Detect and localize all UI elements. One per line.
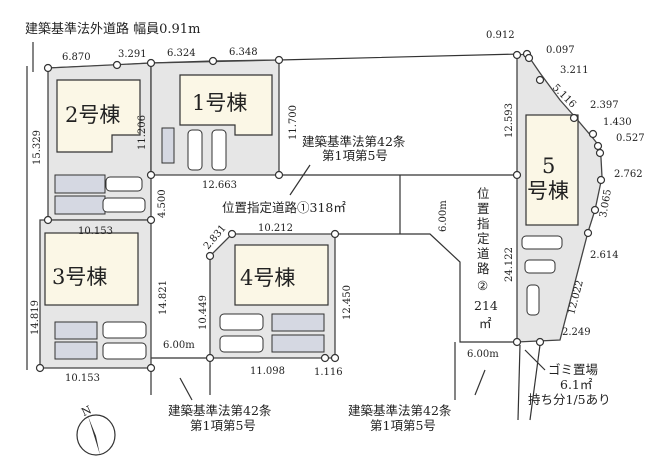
building-2-label: 2号棟 xyxy=(65,103,120,127)
svg-text:2.614: 2.614 xyxy=(590,250,619,261)
parking-space xyxy=(271,313,325,332)
svg-text:道: 道 xyxy=(477,246,490,261)
svg-text:10.153: 10.153 xyxy=(65,373,100,384)
boundary-markers xyxy=(35,49,606,373)
svg-text:10.449: 10.449 xyxy=(198,295,209,330)
art42-label-bl-1: 建築基準法第42条 xyxy=(168,403,272,418)
svg-text:11.098: 11.098 xyxy=(250,366,285,377)
car-icon xyxy=(102,321,147,339)
building-3-label: 3号棟 xyxy=(52,265,107,289)
svg-text:14.819: 14.819 xyxy=(30,300,41,335)
svg-text:6.324: 6.324 xyxy=(167,48,196,59)
building-1-label: 1号棟 xyxy=(192,91,247,115)
parking-space xyxy=(54,341,98,360)
svg-text:10.212: 10.212 xyxy=(258,223,293,234)
leader-line xyxy=(179,377,193,401)
svg-text:3.211: 3.211 xyxy=(560,65,589,76)
building-3 xyxy=(44,232,139,306)
art42-label-top-2: 第1項第5号 xyxy=(322,148,388,163)
car-icon xyxy=(105,176,143,192)
parking-space xyxy=(54,321,98,340)
svg-text:6.870: 6.870 xyxy=(62,52,91,63)
art42-label-bl-2: 第1項第5号 xyxy=(190,418,256,433)
svg-text:11.700: 11.700 xyxy=(288,105,299,140)
svg-text:0.912: 0.912 xyxy=(486,30,515,41)
car-icon xyxy=(219,335,264,353)
building-1 xyxy=(179,74,273,136)
svg-text:214: 214 xyxy=(474,298,498,313)
svg-text:②: ② xyxy=(477,278,488,293)
building-4 xyxy=(234,244,329,306)
svg-text:3.291: 3.291 xyxy=(118,49,147,60)
car-icon xyxy=(102,342,147,360)
road-edge xyxy=(517,344,521,421)
car-icon xyxy=(524,259,556,274)
svg-text:12.663: 12.663 xyxy=(202,180,237,191)
parking-space xyxy=(161,127,175,164)
svg-text:4.500: 4.500 xyxy=(157,189,168,218)
leader-line xyxy=(289,164,311,196)
svg-text:6.00m: 6.00m xyxy=(163,340,195,351)
svg-text:㎡: ㎡ xyxy=(479,316,492,331)
svg-text:3.065: 3.065 xyxy=(598,188,614,218)
svg-text:11.206: 11.206 xyxy=(137,115,148,150)
garbage-area: 6.1㎡ xyxy=(560,377,593,392)
svg-text:0.527: 0.527 xyxy=(616,133,645,144)
garbage-share: 持ち分1/5あり xyxy=(528,392,611,407)
car-icon xyxy=(521,235,563,250)
svg-text:6.348: 6.348 xyxy=(229,47,258,58)
svg-text:2.397: 2.397 xyxy=(590,100,619,111)
svg-text:6.00m: 6.00m xyxy=(438,200,449,232)
car-icon xyxy=(526,284,540,316)
art42-label-bc-1: 建築基準法第42条 xyxy=(348,403,452,418)
car-icon xyxy=(187,129,203,171)
parking-space xyxy=(54,195,106,215)
compass-label: N xyxy=(79,403,94,419)
art42-label-bc-2: 第1項第5号 xyxy=(370,418,436,433)
svg-text:15.329: 15.329 xyxy=(32,130,43,165)
svg-text:定: 定 xyxy=(477,231,490,246)
svg-text:10.153: 10.153 xyxy=(78,226,113,237)
building-5-label-suffix: 号棟 xyxy=(527,179,569,203)
svg-text:12.593: 12.593 xyxy=(504,103,515,138)
svg-text:24.122: 24.122 xyxy=(504,247,515,282)
building-5 xyxy=(525,114,579,226)
svg-text:指: 指 xyxy=(477,216,490,231)
road2-label: 位 置 指 定 道 路 ② 214 ㎡ xyxy=(474,186,498,331)
art42-label-top-1: 建築基準法第42条 xyxy=(302,134,406,149)
svg-text:位: 位 xyxy=(477,186,490,201)
car-icon xyxy=(219,313,264,331)
svg-text:2.249: 2.249 xyxy=(562,327,591,338)
outside-road-title: 建築基準法外道路 幅員0.91m xyxy=(25,21,200,37)
north-arrow-icon: N xyxy=(76,403,116,456)
svg-text:置: 置 xyxy=(477,201,490,216)
road1-edge xyxy=(335,233,517,343)
svg-text:14.821: 14.821 xyxy=(158,280,169,315)
svg-text:2.762: 2.762 xyxy=(614,169,643,180)
garbage-label: ゴミ置場 xyxy=(548,362,598,377)
svg-text:路: 路 xyxy=(477,261,490,276)
building-2 xyxy=(56,79,141,153)
svg-text:12.450: 12.450 xyxy=(342,285,353,320)
parking-space xyxy=(271,334,325,353)
svg-text:0.097: 0.097 xyxy=(546,45,575,56)
svg-text:6.00m: 6.00m xyxy=(467,349,499,360)
leader-line xyxy=(524,349,546,371)
leader-line xyxy=(474,369,486,396)
building-4-label: 4号棟 xyxy=(240,266,295,290)
building-5-label-number: 5 xyxy=(542,154,555,178)
svg-text:1.430: 1.430 xyxy=(603,117,632,128)
road1-label: 位置指定道路①318㎡ xyxy=(222,200,346,215)
svg-text:1.116: 1.116 xyxy=(314,367,343,378)
car-icon xyxy=(102,197,146,213)
road-edge xyxy=(529,344,541,421)
car-icon xyxy=(211,129,227,171)
parking-space xyxy=(54,174,106,194)
